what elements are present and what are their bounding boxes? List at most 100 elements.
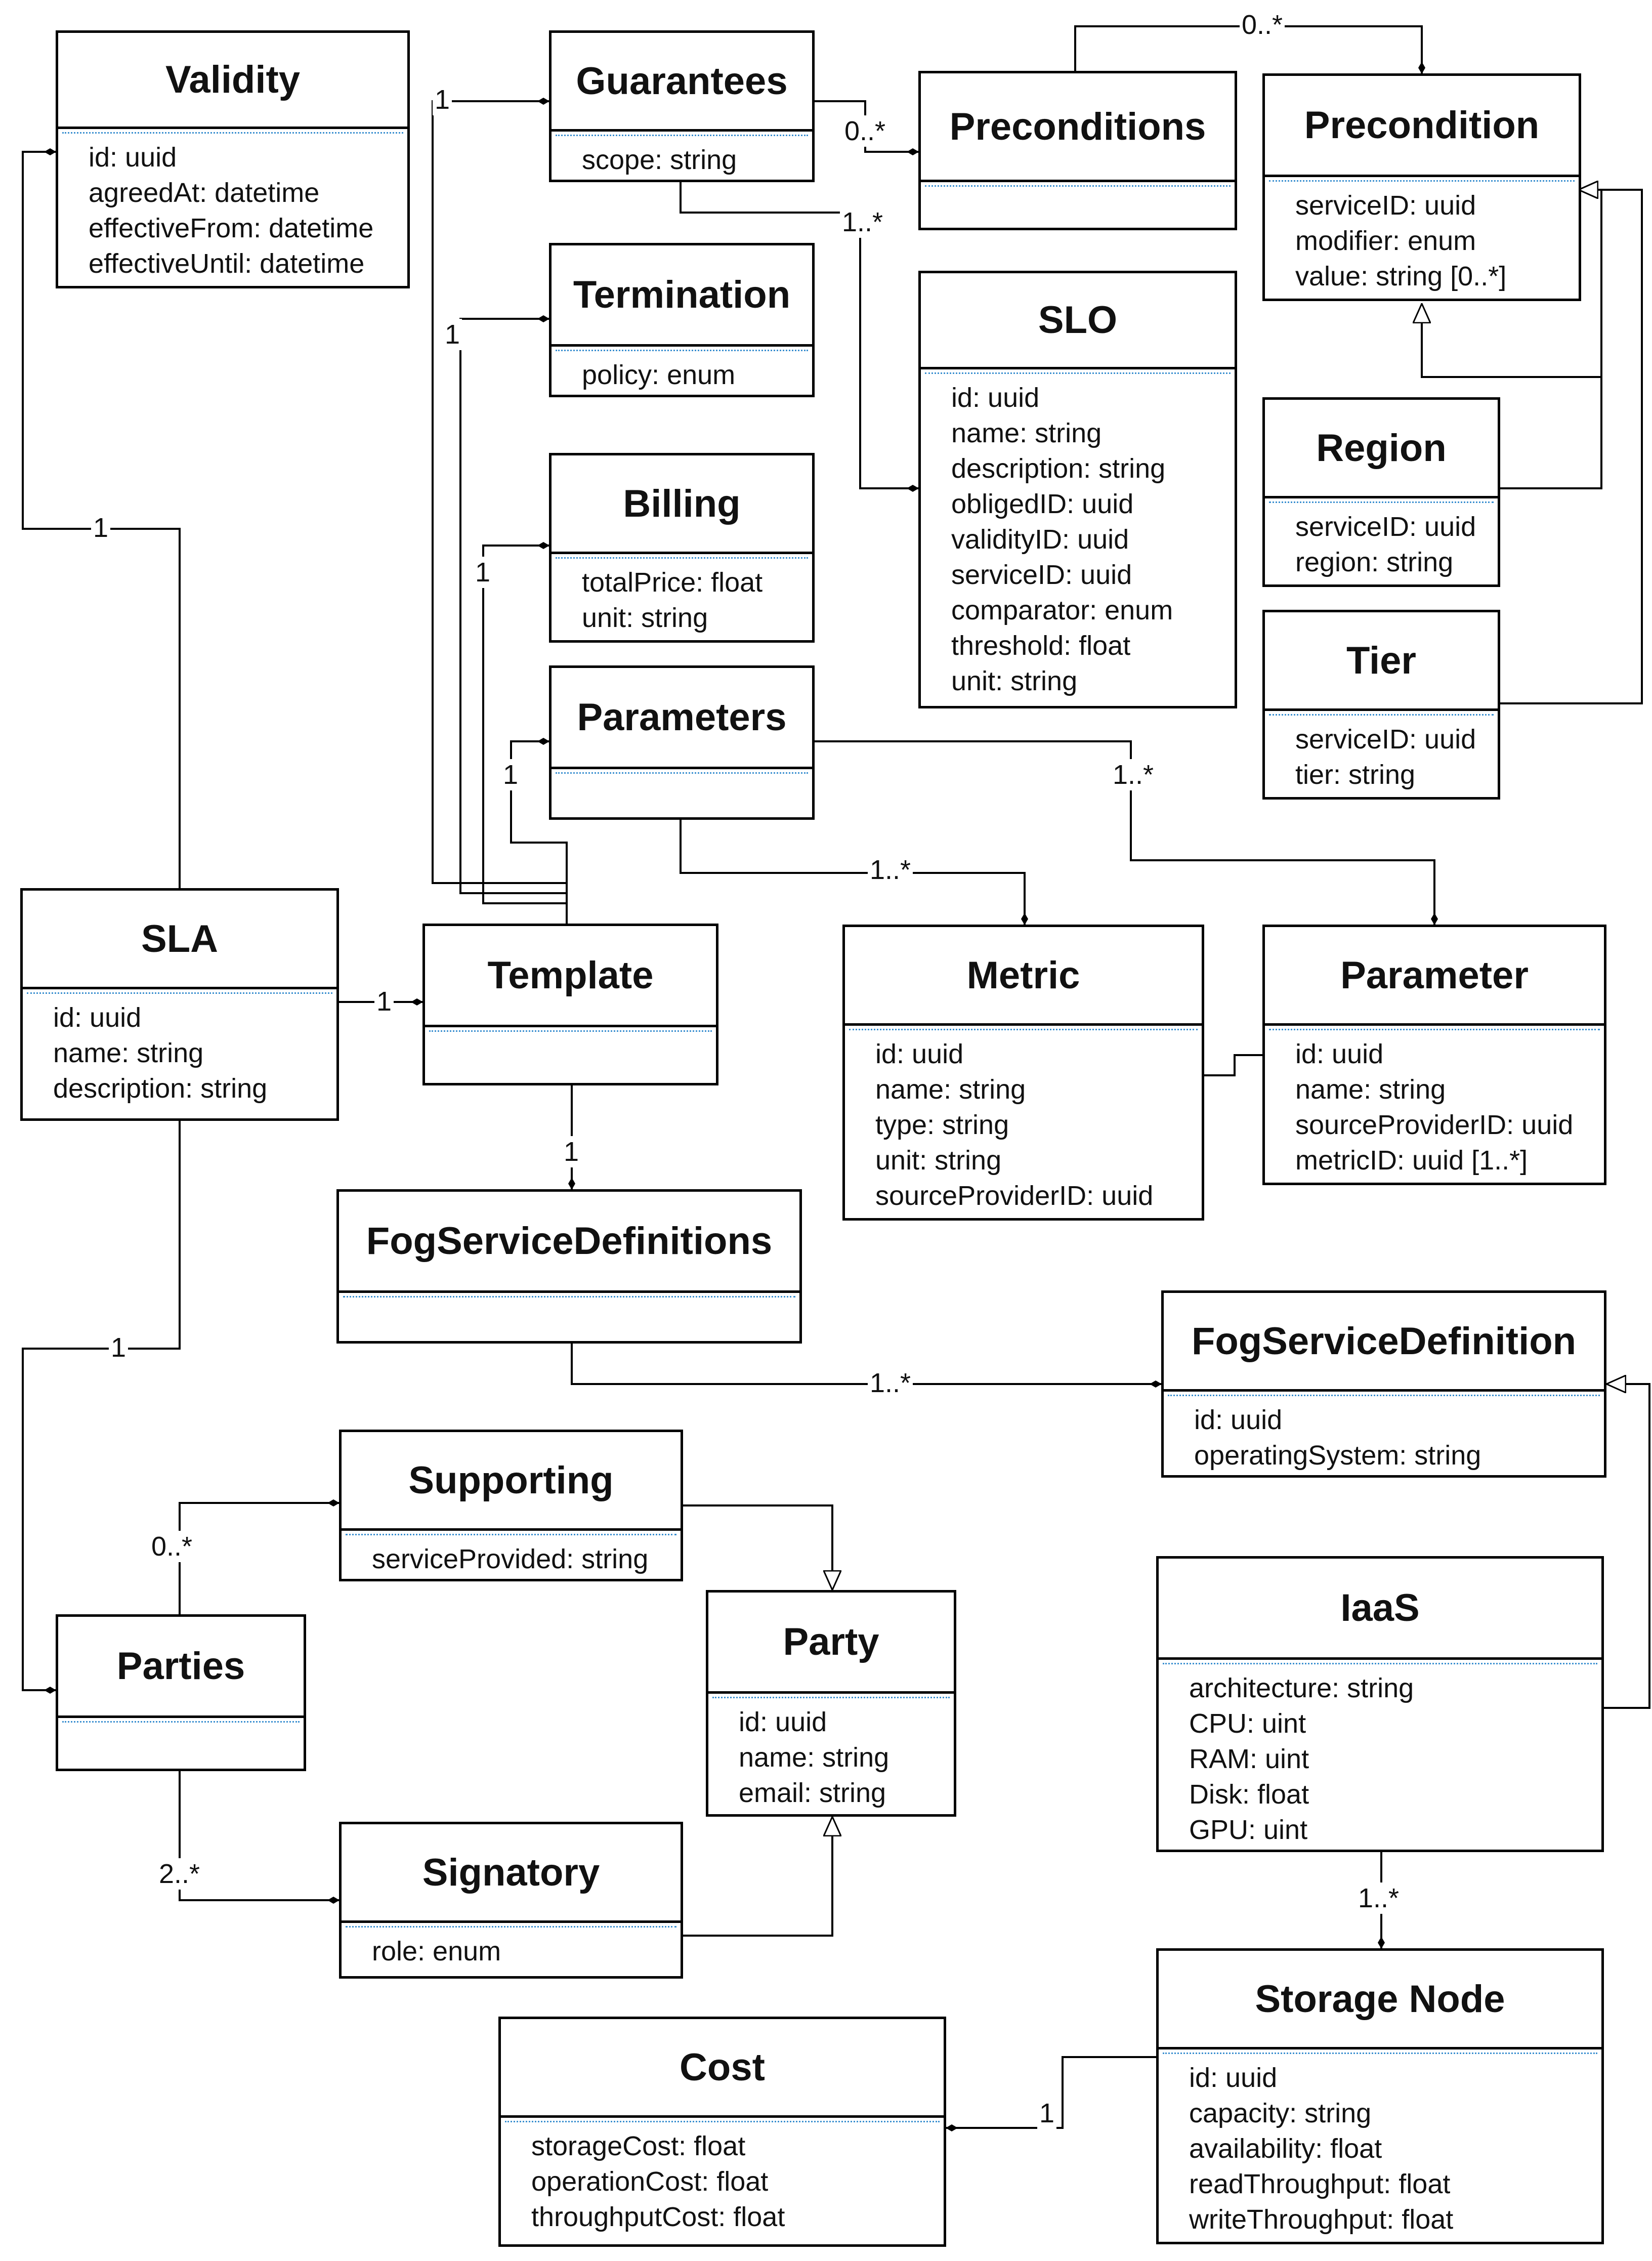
class-preconditions: Preconditions — [918, 71, 1237, 230]
class-signatory-separator — [346, 1926, 676, 1928]
class-attribute: writeThroughput: float — [1189, 2204, 1454, 2235]
class-cost-separator — [505, 2121, 940, 2122]
class-signatory-title: Signatory — [342, 1824, 681, 1923]
class-region-title: Region — [1265, 400, 1498, 498]
class-attribute: scope: string — [582, 145, 737, 175]
class-attribute: Disk: float — [1189, 1779, 1309, 1810]
class-template: Template — [422, 924, 718, 1085]
mult-validity-sla: 1 — [91, 512, 111, 543]
class-parameter-separator — [1269, 1029, 1600, 1030]
class-attribute: id: uuid — [1189, 2063, 1278, 2093]
class-fogservicedefinition-title: FogServiceDefinition — [1164, 1293, 1604, 1392]
assoc-fogservicedefinitions-fogservicedefinition — [571, 1344, 1162, 1388]
class-attribute: architecture: string — [1189, 1673, 1414, 1703]
inherit-supporting-party — [683, 1504, 832, 1590]
inherit-signatory-party — [683, 1817, 832, 1937]
class-preconditions-title: Preconditions — [921, 73, 1235, 182]
class-parameters-title: Parameters — [552, 668, 812, 769]
class-attribute: totalPrice: float — [582, 567, 763, 598]
mult-sla-template: 1 — [374, 986, 394, 1017]
class-metric-separator — [849, 1029, 1198, 1030]
class-termination: Termination policy: enum — [549, 243, 815, 397]
class-parties-separator — [62, 1721, 300, 1723]
class-attribute: comparator: enum — [951, 595, 1173, 625]
class-slo-title: SLO — [921, 273, 1235, 369]
class-storagenode-separator — [1163, 2053, 1597, 2054]
class-attribute: name: string — [739, 1742, 889, 1773]
mult-storagenode-cost: 1 — [1037, 2098, 1057, 2129]
class-attribute: type: string — [875, 1110, 1009, 1140]
class-attribute: sourceProviderID: uuid — [875, 1181, 1154, 1211]
class-tier-separator — [1269, 714, 1494, 716]
class-attribute: serviceID: uuid — [1295, 724, 1476, 755]
class-fogservicedefinitions-attributes — [339, 1297, 799, 1304]
class-attribute: CPU: uint — [1189, 1708, 1306, 1739]
class-parties-attributes — [58, 1723, 304, 1729]
mult-template-fogservicedefinitions: 1 — [562, 1136, 581, 1167]
class-attribute: operationCost: float — [531, 2166, 769, 2197]
assoc-sla-parties — [22, 1121, 181, 1694]
inherit-region-precondition-stem — [1422, 304, 1601, 378]
class-supporting: Supporting serviceProvided: string — [339, 1430, 683, 1581]
class-template-separator — [429, 1030, 712, 1032]
class-cost-title: Cost — [501, 2019, 944, 2118]
class-attribute: unit: string — [951, 666, 1078, 696]
class-attribute: metricID: uuid [1..*] — [1295, 1145, 1528, 1176]
class-attribute: id: uuid — [739, 1707, 827, 1737]
class-attribute: name: string — [875, 1074, 1026, 1105]
class-region-separator — [1269, 501, 1494, 503]
class-iaas-separator — [1163, 1663, 1597, 1664]
class-attribute: id: uuid — [53, 1002, 142, 1033]
class-attribute: id: uuid — [951, 383, 1040, 413]
class-precondition-separator — [1269, 180, 1575, 182]
class-validity-title: Validity — [58, 33, 407, 129]
class-attribute: policy: enum — [582, 360, 736, 390]
assoc-guarantees-template — [432, 98, 568, 924]
mult-billing-template: 1 — [473, 557, 493, 588]
class-template-title: Template — [425, 926, 716, 1027]
class-attribute: description: string — [951, 453, 1166, 484]
inherit-tier-precondition — [1500, 190, 1643, 704]
class-party-title: Party — [708, 1593, 954, 1694]
class-parameters-separator — [556, 772, 808, 774]
class-supporting-separator — [346, 1534, 676, 1535]
class-attribute: role: enum — [372, 1936, 501, 1966]
class-attribute: value: string [0..*] — [1295, 261, 1507, 291]
mult-guarantees-template: 1 — [433, 84, 452, 115]
class-attribute: unit: string — [875, 1145, 1002, 1176]
class-iaas-title: IaaS — [1159, 1559, 1601, 1660]
assoc-parties-supporting — [179, 1499, 340, 1614]
class-template-attributes — [425, 1032, 716, 1038]
class-parties-title: Parties — [58, 1617, 304, 1718]
class-attribute: effectiveUntil: datetime — [89, 248, 365, 279]
class-validity-separator — [62, 132, 403, 134]
class-termination-attributes: policy: enum — [552, 351, 812, 393]
class-storagenode-title: Storage Node — [1159, 1951, 1601, 2049]
class-attribute: GPU: uint — [1189, 1815, 1308, 1845]
class-billing-title: Billing — [552, 455, 812, 554]
class-party-separator — [712, 1697, 950, 1698]
class-attribute: availability: float — [1189, 2133, 1382, 2164]
mult-parties-signatory: 2..* — [157, 1858, 202, 1890]
class-supporting-attributes: serviceProvided: string — [342, 1535, 681, 1577]
inherit-iaas-fogservicedefinition — [1604, 1384, 1650, 1709]
assoc-parameters-parameter — [815, 740, 1438, 925]
class-fogservicedefinitions: FogServiceDefinitions — [336, 1189, 802, 1344]
class-attribute: id: uuid — [1194, 1405, 1283, 1435]
class-attribute: region: string — [1295, 547, 1454, 577]
class-attribute: serviceID: uuid — [1295, 512, 1476, 542]
